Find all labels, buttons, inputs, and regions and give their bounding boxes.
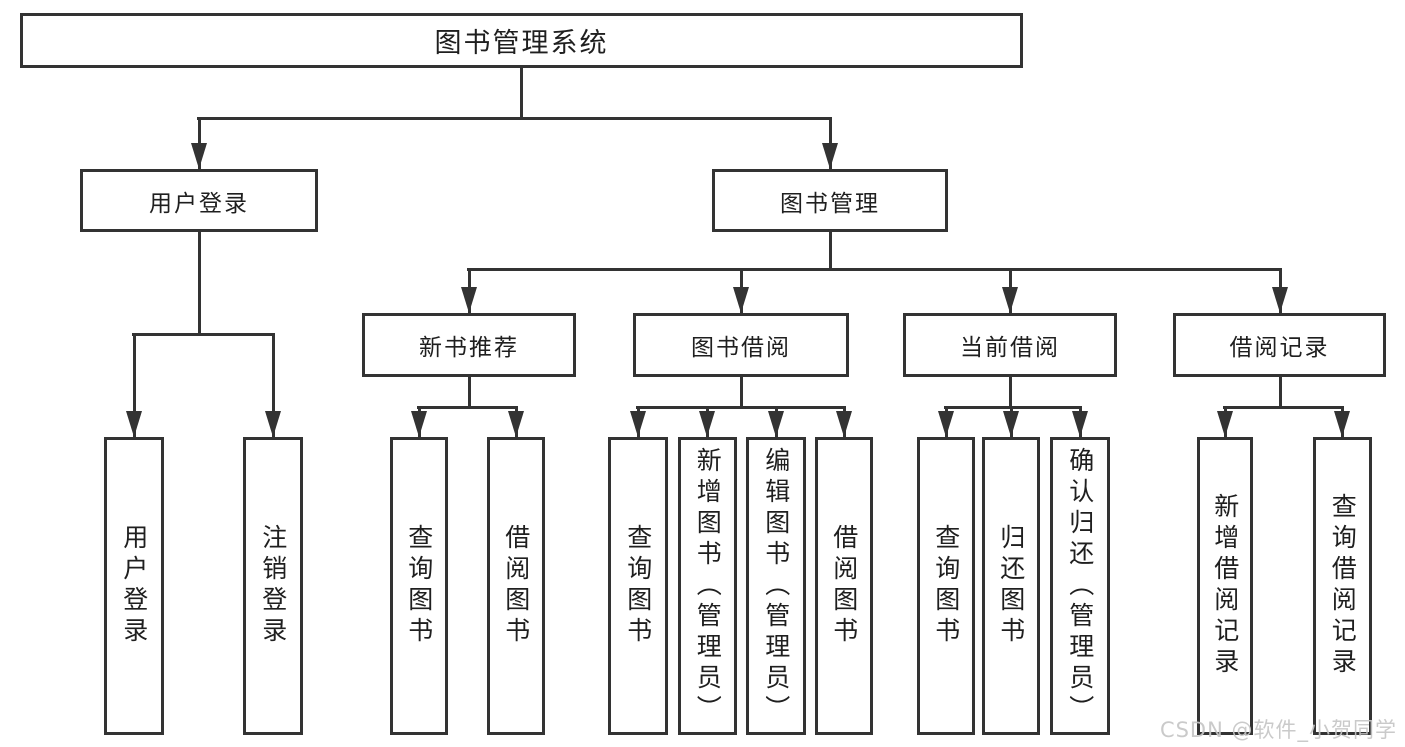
connector-stem <box>829 232 832 271</box>
arrow-down-icon <box>938 411 954 437</box>
node-label: 用户登录 <box>119 524 149 648</box>
node-leaf-user-login: 用户登录 <box>104 437 164 735</box>
node-label: 图书管理 <box>780 190 880 217</box>
node-label: 借阅图书 <box>829 524 859 648</box>
node-label: 借阅图书 <box>501 524 531 648</box>
connector-bar <box>417 406 518 409</box>
node-label: 图书借阅 <box>691 335 791 361</box>
arrow-down-icon <box>191 143 207 169</box>
arrow-down-icon <box>411 411 427 437</box>
node-label: 新增图书（管理员） <box>693 446 723 726</box>
arrow-down-icon <box>836 411 852 437</box>
node-borrowing-records: 借阅记录 <box>1173 313 1386 377</box>
node-leaf-edit-book-admin: 编辑图书（管理员） <box>746 437 806 735</box>
node-label: 归还图书 <box>996 524 1026 648</box>
connector-arrow-line <box>133 333 136 437</box>
arrow-down-icon <box>461 287 477 313</box>
node-leaf-logout: 注销登录 <box>243 437 303 735</box>
node-leaf-query-borrow-record: 查询借阅记录 <box>1313 437 1372 735</box>
connector-bar <box>467 268 1282 271</box>
connector-bar <box>944 406 1082 409</box>
node-label: 编辑图书（管理员） <box>761 446 791 726</box>
connector-bar <box>636 406 846 409</box>
arrow-down-icon <box>508 411 524 437</box>
node-label: 查询借阅记录 <box>1328 493 1358 679</box>
connector-stem <box>198 232 201 336</box>
arrow-down-icon <box>1003 411 1019 437</box>
arrow-down-icon <box>822 143 838 169</box>
connector-bar <box>1223 406 1344 409</box>
arrow-down-icon <box>733 287 749 313</box>
node-label: 查询图书 <box>623 524 653 648</box>
arrow-down-icon <box>699 411 715 437</box>
node-label: 查询图书 <box>931 524 961 648</box>
node-leaf-query-book-current: 查询图书 <box>917 437 975 735</box>
arrow-down-icon <box>630 411 646 437</box>
node-label: 用户登录 <box>149 190 249 217</box>
connector-bar <box>132 333 275 336</box>
node-new-book-recommend: 新书推荐 <box>362 313 576 377</box>
node-label: 确认归还（管理员） <box>1065 446 1095 726</box>
node-label: 查询图书 <box>404 524 434 648</box>
node-leaf-query-book-recommend: 查询图书 <box>390 437 448 735</box>
node-book-management: 图书管理 <box>712 169 948 232</box>
node-user-login: 用户登录 <box>80 169 318 232</box>
arrow-down-icon <box>768 411 784 437</box>
node-current-borrowing: 当前借阅 <box>903 313 1117 377</box>
node-leaf-borrow-book-recommend: 借阅图书 <box>487 437 545 735</box>
arrow-down-icon <box>1217 411 1233 437</box>
connector-stem <box>1009 377 1012 409</box>
node-leaf-return-book: 归还图书 <box>982 437 1040 735</box>
connector-stem <box>740 377 743 409</box>
connector-stem <box>1279 377 1282 409</box>
node-label: 注销登录 <box>258 524 288 648</box>
arrow-down-icon <box>1334 411 1350 437</box>
arrow-down-icon <box>1272 287 1288 313</box>
arrow-down-icon <box>126 411 142 437</box>
node-leaf-query-book-borrowing: 查询图书 <box>608 437 668 735</box>
connector-bar <box>197 117 832 120</box>
node-leaf-borrow-book-borrowing: 借阅图书 <box>815 437 873 735</box>
node-label: 图书管理系统 <box>434 28 609 59</box>
arrow-down-icon <box>265 411 281 437</box>
connector-stem <box>468 377 471 409</box>
node-label: 新书推荐 <box>419 335 519 361</box>
node-leaf-confirm-return-admin: 确认归还（管理员） <box>1050 437 1110 735</box>
connector-stem <box>520 68 523 120</box>
node-book-borrowing: 图书借阅 <box>633 313 849 377</box>
node-label: 借阅记录 <box>1229 335 1330 361</box>
node-root: 图书管理系统 <box>20 13 1023 68</box>
watermark: CSDN @软件_小贺同学 <box>1159 718 1397 742</box>
node-label: 新增借阅记录 <box>1210 493 1240 679</box>
arrow-down-icon <box>1072 411 1088 437</box>
node-leaf-add-book-admin: 新增图书（管理员） <box>678 437 737 735</box>
node-label: 当前借阅 <box>960 335 1060 361</box>
node-leaf-add-borrow-record: 新增借阅记录 <box>1197 437 1253 735</box>
arrow-down-icon <box>1002 287 1018 313</box>
connector-arrow-line <box>272 333 275 437</box>
